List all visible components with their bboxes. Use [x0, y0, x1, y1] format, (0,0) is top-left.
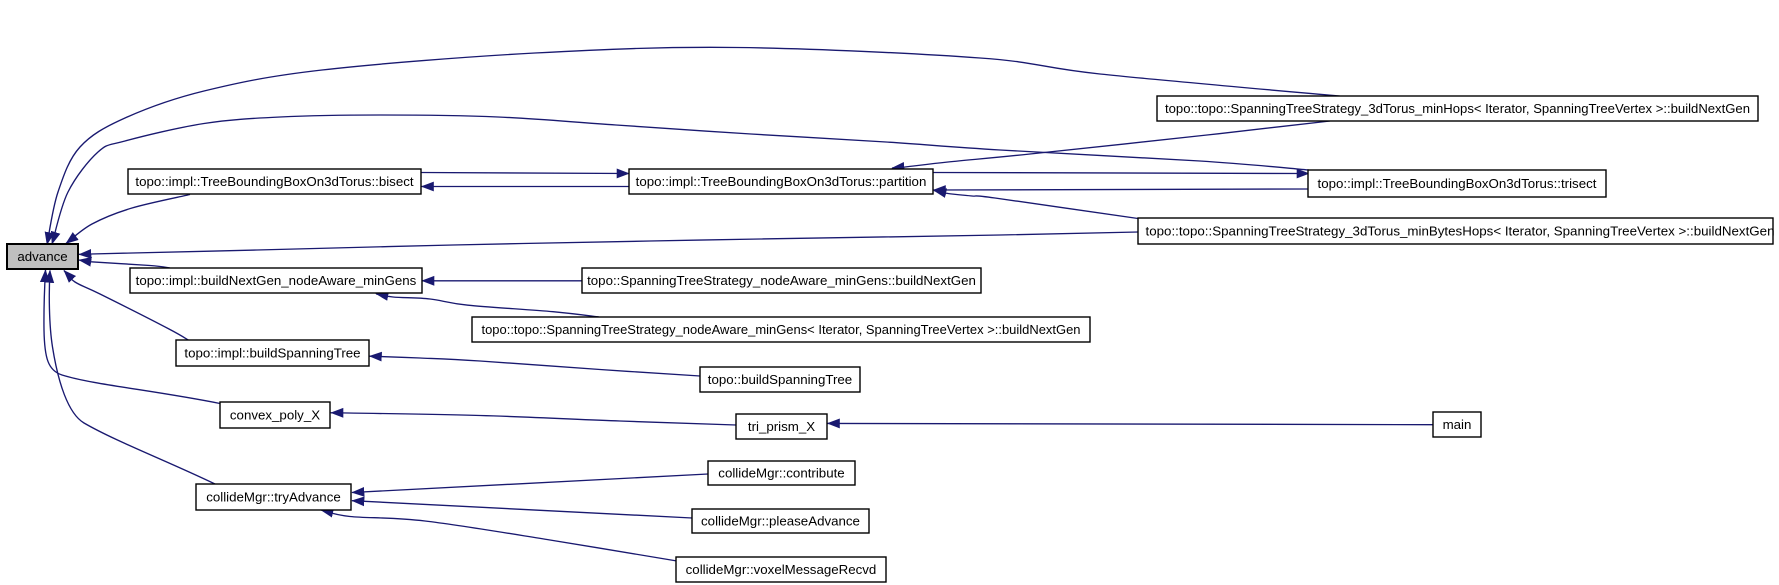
svg-text:topo::buildSpanningTree: topo::buildSpanningTree [708, 372, 852, 387]
svg-text:topo::impl::buildSpanningTree: topo::impl::buildSpanningTree [184, 346, 360, 361]
svg-text:topo::SpanningTreeStrategy_nod: topo::SpanningTreeStrategy_nodeAware_min… [587, 273, 976, 288]
svg-text:collideMgr::contribute: collideMgr::contribute [718, 466, 844, 481]
svg-text:topo::impl::TreeBoundingBoxOn3: topo::impl::TreeBoundingBoxOn3dTorus::pa… [636, 174, 927, 189]
svg-text:main: main [1443, 417, 1472, 432]
svg-text:topo::impl::TreeBoundingBoxOn3: topo::impl::TreeBoundingBoxOn3dTorus::tr… [1318, 176, 1597, 191]
svg-text:collideMgr::voxelMessageRecvd: collideMgr::voxelMessageRecvd [686, 562, 877, 577]
svg-text:advance: advance [17, 249, 67, 264]
svg-text:collideMgr::pleaseAdvance: collideMgr::pleaseAdvance [701, 514, 860, 529]
svg-text:topo::topo::SpanningTreeStrate: topo::topo::SpanningTreeStrategy_3dTorus… [1146, 224, 1775, 239]
svg-text:topo::topo::SpanningTreeStrate: topo::topo::SpanningTreeStrategy_nodeAwa… [482, 322, 1081, 337]
svg-text:tri_prism_X: tri_prism_X [748, 419, 815, 434]
svg-text:topo::impl::TreeBoundingBoxOn3: topo::impl::TreeBoundingBoxOn3dTorus::bi… [135, 174, 413, 189]
svg-text:collideMgr::tryAdvance: collideMgr::tryAdvance [206, 490, 341, 505]
svg-text:topo::topo::SpanningTreeStrate: topo::topo::SpanningTreeStrategy_3dTorus… [1165, 101, 1750, 116]
svg-text:topo::impl::buildNextGen_nodeA: topo::impl::buildNextGen_nodeAware_minGe… [136, 273, 417, 288]
svg-text:convex_poly_X: convex_poly_X [230, 408, 320, 423]
